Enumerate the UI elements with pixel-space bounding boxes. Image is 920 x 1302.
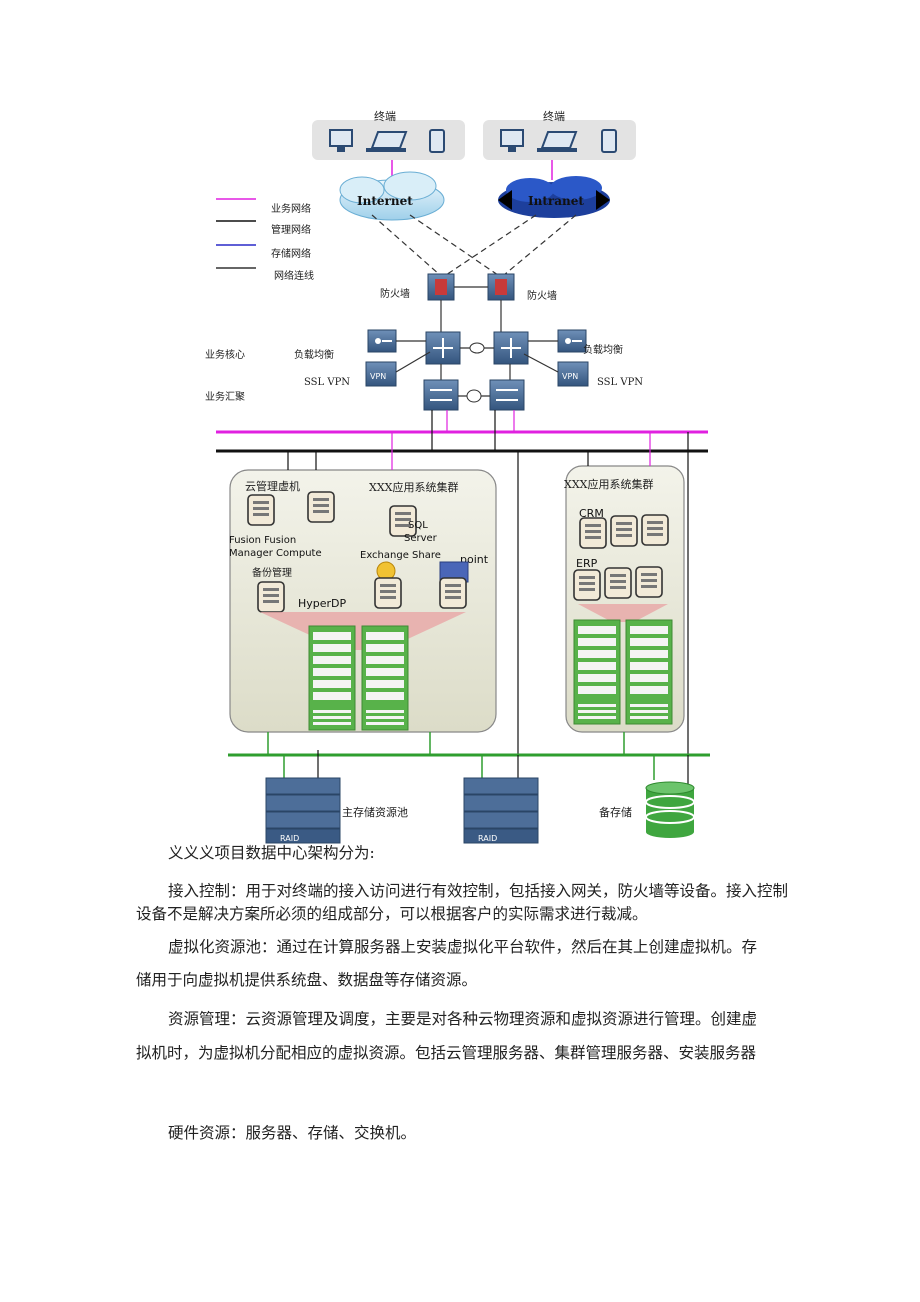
legend-management: 管理网络 [271,223,311,236]
intranet-cloud: Intranet [498,176,610,218]
internet-label: Internet [357,194,413,208]
terminal-label-right: 终端 [543,109,565,123]
vpn-gateway-left: VPN [365,361,397,387]
legend-link: 网络连线 [274,269,314,282]
paragraph-resource-mgmt-line2: 拟机时，为虚拟机分配相应的虚拟资源。包括云管理服务器、集群管理服务器、安装服务器 [136,1044,757,1062]
backup-storage-cylinder [645,781,695,838]
paragraph-access-control: 接入控制：用于对终端的接入访问进行有效控制，包括接入网关，防火墙等设备。接入控制… [136,882,789,923]
lb-right-label: 负载均衡 [583,343,623,356]
laptop-icon [366,131,408,152]
terminal-group-right: 终端 [483,109,636,160]
terminal-label-left: 终端 [374,109,396,123]
sql-label-2: Server [404,533,438,544]
right-app-cluster-title: XXX应用系统集群 [564,477,654,491]
sql-label-1: SQL [408,520,428,531]
lb-left-label: 负载均衡 [294,348,334,361]
erp-label: ERP [576,557,598,570]
raid-array-main: RAID [265,777,341,844]
fusion-label-2: Manager Compute [229,548,322,559]
terminal-group-left: 终端 [312,109,465,160]
backup-title: 备份管理 [252,566,292,579]
raid-label: RAID [478,834,497,843]
mgmt-vm-title: 云管理虚机 [245,479,300,493]
backup-storage-label: 备存储 [599,805,632,819]
vpn-icon-text: VPN [562,372,578,381]
pda-icon [429,129,445,153]
datacenter-architecture-diagram: 终端 终端 Internet [205,109,710,844]
ssl-left-label: SSL VPN [304,377,350,388]
load-balancer-left [367,329,397,353]
agg-label: 业务汇聚 [205,390,245,403]
firewall-right [487,273,515,301]
raid-array-secondary: RAID [463,777,539,844]
virtualization-funnel-right [578,604,668,622]
left-app-cluster-title: XXX应用系统集群 [369,480,459,494]
core-switch-right [493,331,529,365]
section-heading: 义义义项目数据中心架构分为: [168,844,375,862]
core-label: 业务核心 [205,348,245,361]
vpn-gateway-right: VPN [557,361,589,387]
laptop-icon [537,131,578,152]
hyperdp-label: HyperDP [298,597,347,610]
firewall-right-label: 防火墙 [527,289,557,302]
paragraph-resource-mgmt-line1: 资源管理：云资源管理及调度，主要是对各种云物理资源和虚拟资源进行管理。创建虚 [168,1010,758,1028]
firewall-left [427,273,455,301]
internet-cloud: Internet [339,171,445,221]
paragraph-virtual-pool-line1: 虚拟化资源池：通过在计算服务器上安装虚拟化平台软件，然后在其上创建虚拟机。存 [168,938,758,956]
legend-business: 业务网络 [271,202,311,215]
ssl-right-label: SSL VPN [597,377,643,388]
legend-storage: 存储网络 [271,247,311,260]
paragraph-hardware: 硬件资源：服务器、存储、交换机。 [168,1124,417,1142]
vpn-icon-text: VPN [370,372,386,381]
raid-label: RAID [280,834,299,843]
main-storage-label: 主存储资源池 [342,805,408,819]
load-balancer-right [557,329,587,353]
exchange-label: Exchange Share [360,550,441,561]
fusion-label-1: Fusion Fusion [229,535,296,546]
pda-icon [601,129,617,153]
intranet-label: Intranet [528,194,584,208]
crm-label: CRM [579,507,604,520]
desktop-icon [329,129,353,152]
desktop-icon [500,129,524,152]
aggregation-switch-right [489,379,525,411]
firewall-left-label: 防火墙 [380,287,410,300]
legend: 业务网络 管理网络 存储网络 网络连线 [216,198,314,282]
paragraph-virtual-pool-line2: 储用于向虚拟机提供系统盘、数据盘等存储资源。 [136,971,478,989]
aggregation-switch-left [423,379,459,411]
core-switch-left [425,331,461,365]
left-cluster-box [229,469,497,733]
